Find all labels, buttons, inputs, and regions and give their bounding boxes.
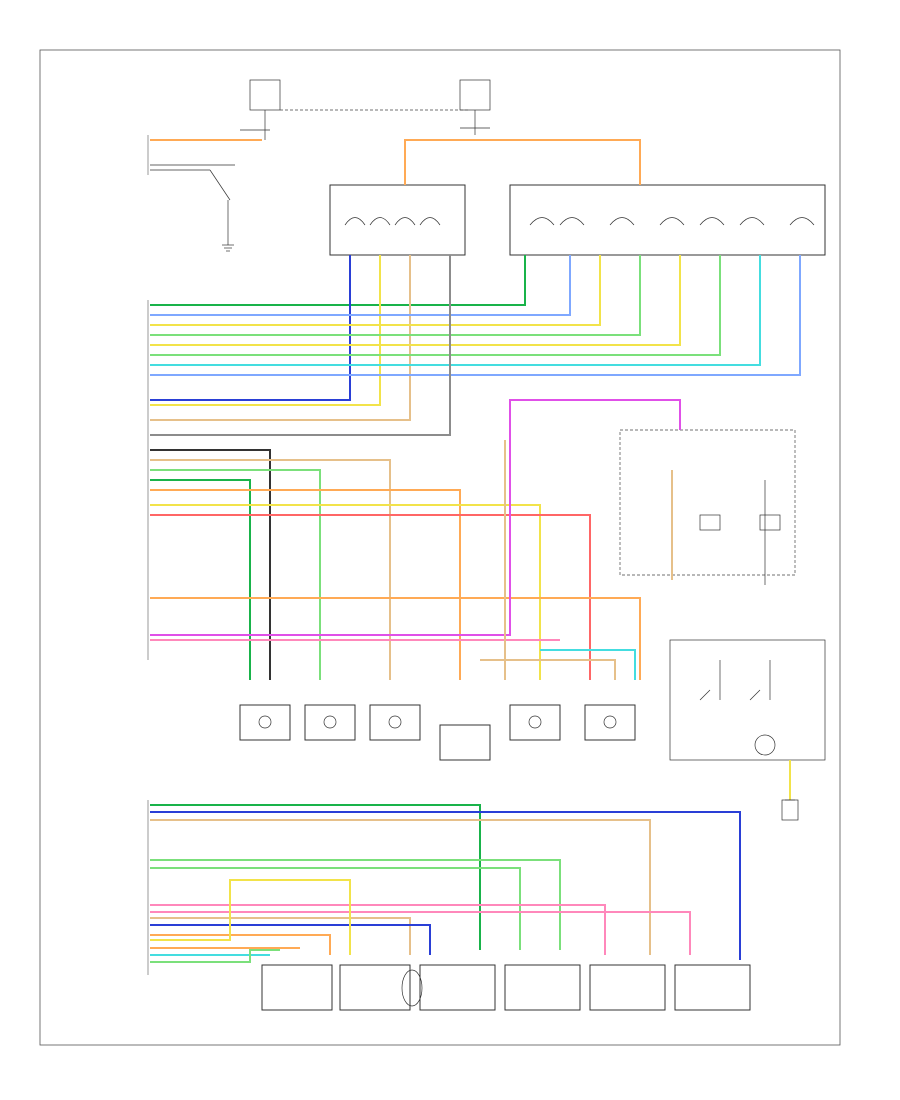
seat-control-module [329, 184, 466, 256]
lumbar-vertical-switch [674, 964, 751, 1011]
fuse-block-area [150, 79, 491, 252]
memory-position-module [509, 184, 826, 256]
recliner-switch [261, 964, 333, 1011]
ground-icon [222, 244, 234, 252]
seat-switch-row [261, 964, 751, 1011]
recliner-motor [239, 704, 291, 741]
memory-relay-box [619, 429, 796, 585]
motor-connector-icons [258, 715, 617, 729]
wire-bundle-mid [150, 399, 791, 800]
lumbar-motor [509, 704, 561, 741]
switch-knob-icon [401, 969, 423, 1007]
horizontal-motor [584, 704, 636, 741]
front-height-motor [304, 704, 356, 741]
rear-height-switch [419, 964, 496, 1011]
wire-bundle-lower [150, 804, 741, 963]
ground-icon [781, 799, 799, 821]
rear-height-motor [369, 704, 421, 741]
front-height-switch [339, 964, 411, 1011]
diagram-frame [39, 49, 841, 1046]
position-sensor [439, 724, 491, 761]
forward-rearward-switch [504, 964, 581, 1011]
lumbar-horizontal-switch [589, 964, 666, 1011]
seat-motor-row [239, 704, 636, 761]
wire-bundle-top [150, 139, 801, 436]
memory-switch-assembly [669, 639, 826, 761]
